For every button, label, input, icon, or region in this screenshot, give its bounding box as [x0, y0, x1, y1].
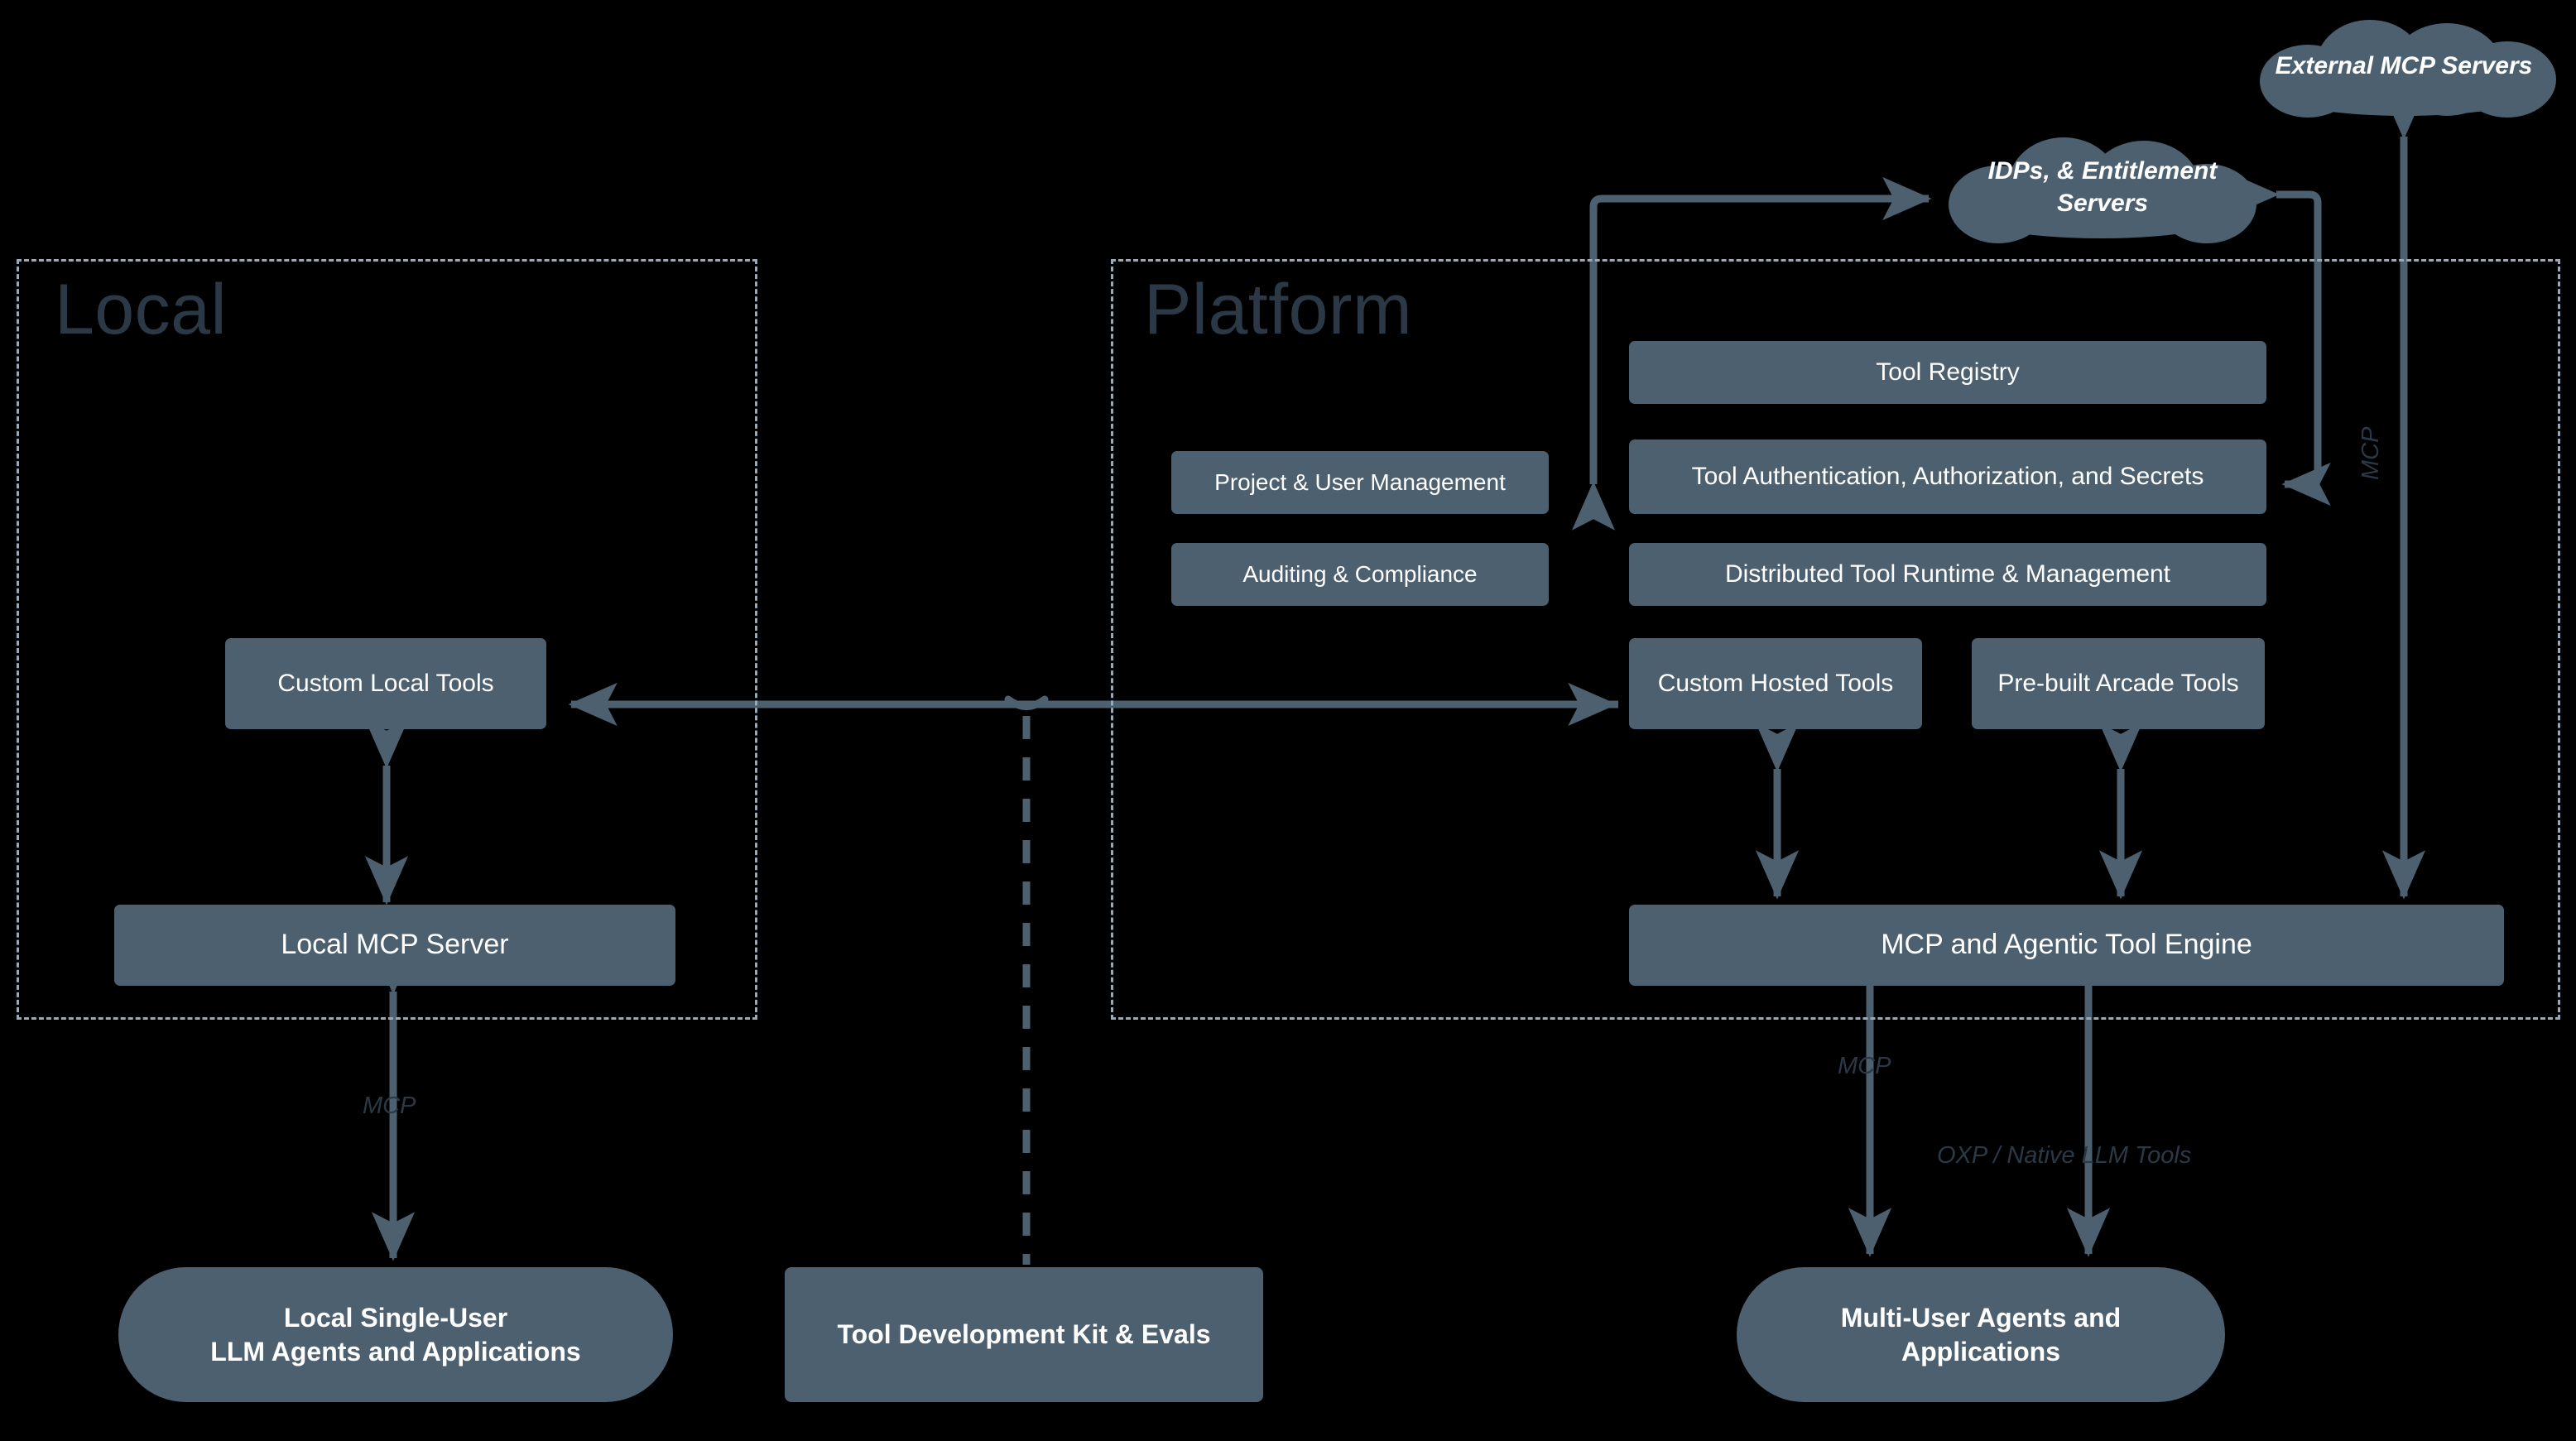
- cloud-external-mcp-servers[interactable]: External MCP Servers: [2245, 17, 2563, 118]
- node-custom-hosted-tools[interactable]: Custom Hosted Tools: [1629, 638, 1922, 729]
- edge-label-mcp-external: MCP: [2357, 426, 2384, 480]
- multi-user-agents-line-1: Multi-User Agents and: [1840, 1302, 2122, 1333]
- zone-local-title: Local: [55, 270, 228, 349]
- node-tool-registry[interactable]: Tool Registry: [1629, 341, 2266, 404]
- zone-local: [17, 259, 757, 1020]
- node-tool-registry-label: Tool Registry: [1876, 358, 2020, 386]
- edge-tool-auth-to-idps-left: [1571, 176, 1932, 531]
- node-local-mcp-server-label: Local MCP Server: [281, 929, 509, 961]
- node-tool-development-kit-evals[interactable]: Tool Development Kit & Evals: [785, 1267, 1263, 1402]
- node-project-user-management-label: Project & User Management: [1214, 469, 1506, 496]
- node-custom-local-tools[interactable]: Custom Local Tools: [225, 638, 546, 729]
- node-custom-local-tools-label: Custom Local Tools: [277, 669, 494, 697]
- edge-idps-to-tool-auth-right: [2230, 172, 2331, 507]
- node-mcp-agentic-tool-engine-label: MCP and Agentic Tool Engine: [1881, 929, 2252, 961]
- edge-label-mcp-platform-agents: MCP: [1838, 1053, 1891, 1079]
- edge-devkit-junction-curve: [1004, 695, 1049, 710]
- node-pre-built-arcade-tools[interactable]: Pre-built Arcade Tools: [1972, 638, 2265, 729]
- node-project-user-management[interactable]: Project & User Management: [1171, 451, 1549, 514]
- edge-label-mcp-local: MCP: [363, 1093, 416, 1119]
- multi-user-agents-line-2: Applications: [1901, 1336, 2060, 1367]
- node-auditing-compliance-label: Auditing & Compliance: [1242, 561, 1478, 588]
- node-mcp-and-agentic-tool-engine[interactable]: MCP and Agentic Tool Engine: [1629, 905, 2504, 986]
- node-tool-authentication-authorization-secrets[interactable]: Tool Authentication, Authorization, and …: [1629, 440, 2266, 514]
- cloud-idps-line-1: IDPs, & Entitlement: [1987, 157, 2218, 185]
- node-distributed-tool-runtime-management[interactable]: Distributed Tool Runtime & Management: [1629, 543, 2266, 606]
- node-multi-user-agents[interactable]: Multi-User Agents and Applications: [1737, 1267, 2225, 1402]
- cloud-idps-line-2: Servers: [2056, 190, 2149, 217]
- zone-platform-title: Platform: [1144, 270, 1413, 349]
- node-tool-authentication-label: Tool Authentication, Authorization, and …: [1691, 462, 2204, 490]
- node-pre-built-arcade-tools-label: Pre-built Arcade Tools: [1997, 669, 2239, 697]
- node-distributed-tool-runtime-label: Distributed Tool Runtime & Management: [1724, 560, 2171, 588]
- node-custom-hosted-tools-label: Custom Hosted Tools: [1657, 669, 1894, 697]
- node-local-single-user-agents[interactable]: Local Single-User LLM Agents and Applica…: [118, 1267, 673, 1402]
- cloud-idps-entitlement-servers[interactable]: IDPs, & Entitlement Servers: [1940, 132, 2265, 248]
- node-local-mcp-server[interactable]: Local MCP Server: [114, 905, 675, 986]
- node-auditing-compliance[interactable]: Auditing & Compliance: [1171, 543, 1549, 606]
- tool-development-kit-label: Tool Development Kit & Evals: [837, 1319, 1211, 1350]
- local-single-user-agents-line-2: LLM Agents and Applications: [210, 1336, 581, 1367]
- cloud-external-mcp-servers-label: External MCP Servers: [2275, 51, 2533, 79]
- zone-platform: [1111, 259, 2560, 1020]
- local-single-user-agents-line-1: Local Single-User: [283, 1302, 508, 1333]
- cloud-puff: [1960, 184, 2242, 238]
- edge-label-oxp-native-llm-tools: OXP / Native LLM Tools: [1937, 1142, 2192, 1169]
